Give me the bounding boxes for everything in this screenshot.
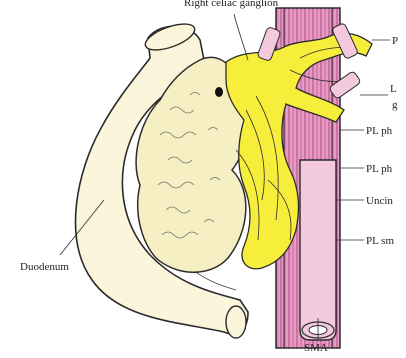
label-pl-ph-2: PL ph: [366, 163, 393, 175]
label-right-2b: g: [392, 99, 398, 111]
label-right-celiac-ganglion: Right celiac ganglion: [184, 0, 279, 9]
label-pl-sma: PL sm: [366, 235, 394, 247]
label-pl-ph-1: PL ph: [366, 125, 393, 137]
label-right-1: P: [392, 35, 398, 47]
label-sma: SMA: [304, 342, 328, 353]
label-uncinate: Uncin: [366, 195, 393, 207]
sma-vessel: [300, 160, 336, 340]
label-right-2a: L: [390, 83, 397, 95]
label-duodenum: Duodenum: [20, 261, 69, 273]
